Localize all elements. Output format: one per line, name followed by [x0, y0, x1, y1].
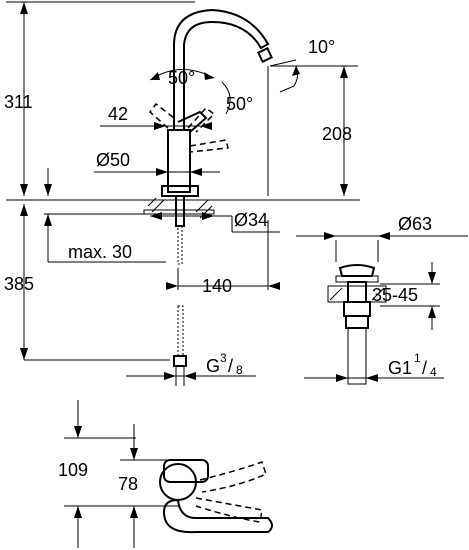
body-diameter-dimension: Ø50 [94, 150, 220, 176]
plan-depth-78-dimension: 78 [118, 424, 200, 548]
waste-diameter-dimension: Ø63 [296, 214, 468, 262]
plan-view [159, 459, 273, 534]
inlet-thread-num: 3 [220, 351, 227, 365]
height-311-dimension: 311 [4, 1, 195, 196]
inlet-thread-base: G [206, 356, 220, 376]
angle-10-label: 10° [308, 37, 335, 57]
hose-385-label: 385 [4, 274, 34, 294]
waste-thread-dimension: G1 1 / 4 [304, 351, 444, 382]
supply-hose [173, 305, 187, 386]
angle-arc-50-right [221, 81, 231, 115]
deck-thickness-label: max. 30 [68, 242, 132, 262]
waste-thread-num: 1 [414, 351, 421, 365]
angle-10-dimension: 10° [269, 37, 358, 93]
handle-offset-42-dimension: 42 [100, 104, 212, 130]
handle-offset-42-label: 42 [108, 104, 128, 124]
plan-depth-78-label: 78 [118, 474, 138, 494]
reach-140-label: 140 [202, 276, 232, 296]
waste-thread-den: 4 [430, 365, 437, 379]
inlet-thread-den: 8 [236, 363, 243, 377]
faucet-body [148, 8, 273, 197]
body-diameter-label: Ø50 [96, 150, 130, 170]
waste-range-dimension: 35-45 [372, 262, 440, 330]
deck-mount [143, 195, 215, 265]
angle-50-right-label: 50° [226, 94, 253, 114]
waste-thread-slash: / [422, 358, 427, 378]
plan-depth-109-label: 109 [58, 460, 88, 480]
spout-height-208-label: 208 [322, 124, 352, 144]
waste-thread-base: G1 [388, 358, 412, 378]
hole-diameter-label: Ø34 [234, 210, 268, 230]
height-311-label: 311 [4, 92, 33, 112]
reach-140-dimension: 140 [166, 220, 280, 296]
hose-385-dimension: 385 [4, 204, 170, 361]
hole-diameter-dimension: Ø34 [150, 210, 280, 233]
angle-50-left-label: 50° [168, 68, 195, 88]
waste-range-label: 35-45 [372, 285, 418, 305]
inlet-thread-slash: / [228, 356, 233, 376]
deck-thickness-dimension: max. 30 [44, 168, 166, 263]
inlet-thread-dimension: G 3 / 8 [126, 351, 256, 380]
spout-height-208-dimension: 208 [267, 66, 352, 196]
waste-fitting [327, 264, 387, 385]
waste-diameter-label: Ø63 [398, 214, 432, 234]
plan-depth-109-dimension: 109 [58, 400, 180, 548]
